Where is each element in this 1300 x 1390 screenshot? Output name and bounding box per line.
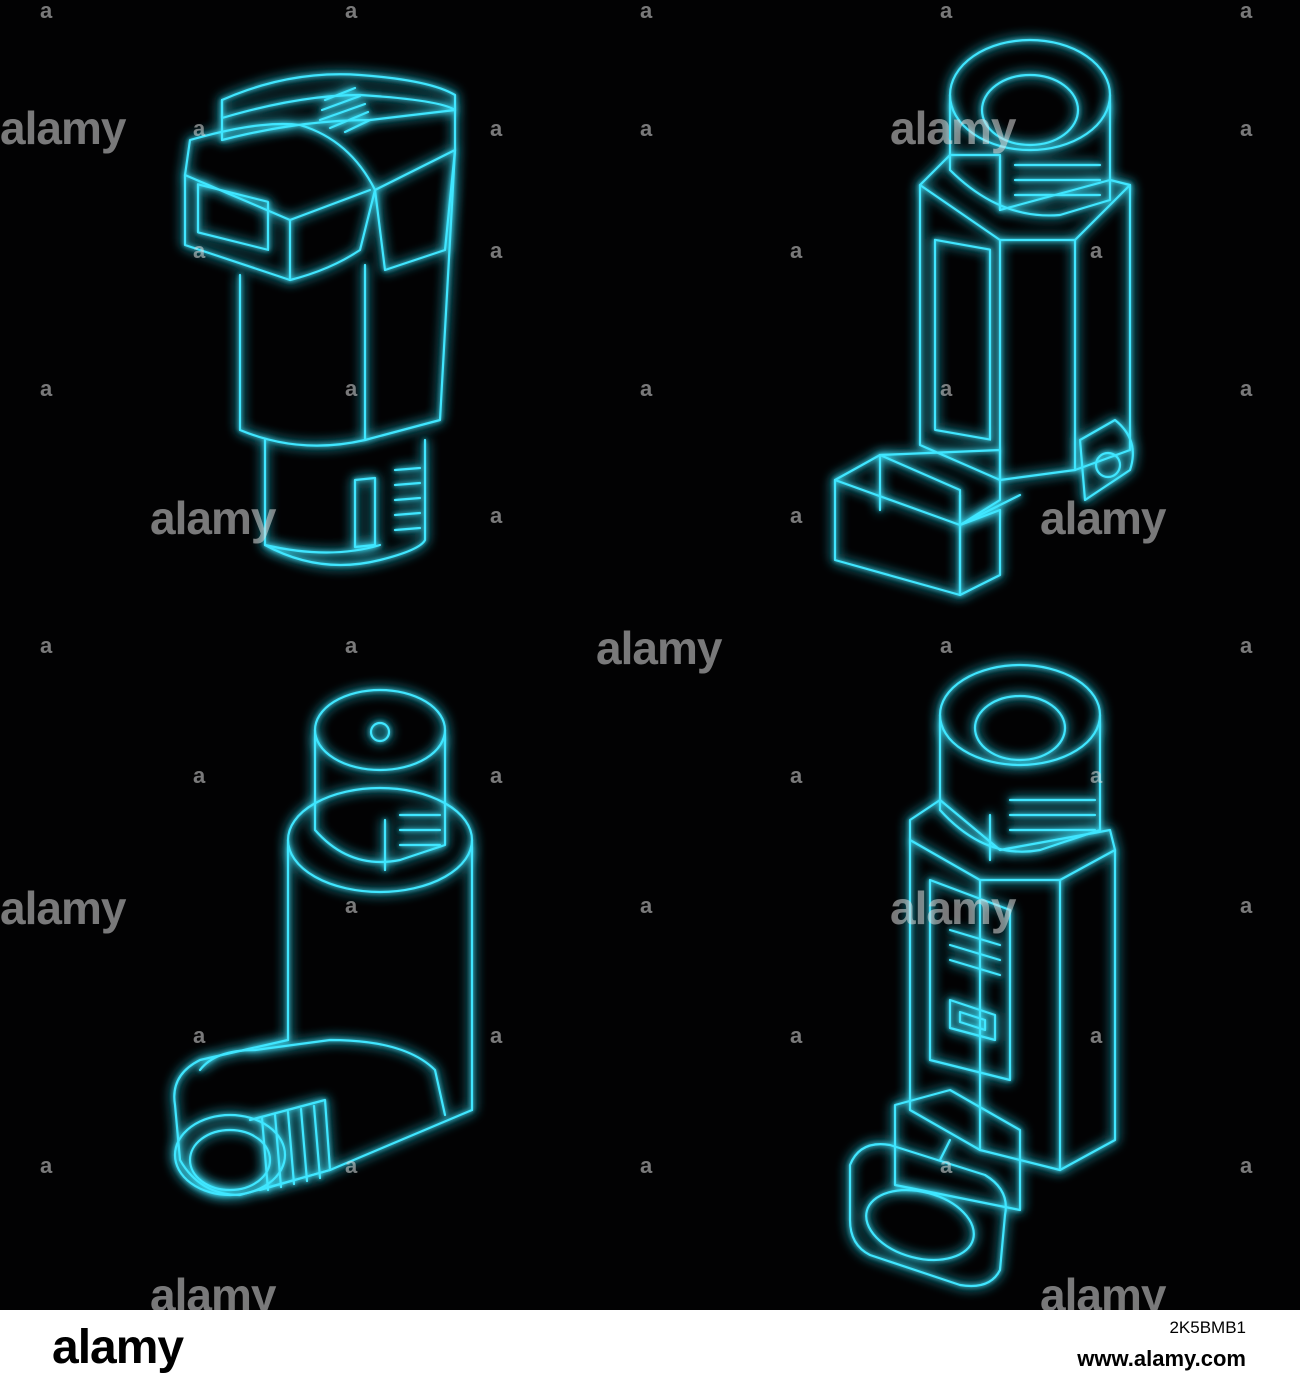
watermark-letter: a xyxy=(40,0,52,23)
watermark-letter: a xyxy=(345,893,357,918)
watermark-letter: a xyxy=(1240,1153,1252,1178)
watermark-letter: a xyxy=(345,633,357,658)
watermark-letter: a xyxy=(640,376,652,401)
watermark-letter: a xyxy=(790,503,802,528)
watermark-letter: a xyxy=(490,1023,502,1048)
watermark-text: alamy xyxy=(890,882,1016,934)
watermark-letter: a xyxy=(940,1153,952,1178)
watermark-letter: a xyxy=(193,238,205,263)
watermark-letter: a xyxy=(193,116,205,141)
watermark-letter: a xyxy=(1240,893,1252,918)
watermark-letter: a xyxy=(40,1153,52,1178)
watermark-text: alamy xyxy=(0,882,126,934)
watermark-letter: a xyxy=(940,0,952,23)
watermark-letter: a xyxy=(640,893,652,918)
watermark-letter: a xyxy=(490,503,502,528)
watermark-letter: a xyxy=(1240,116,1252,141)
watermark-letter: a xyxy=(790,238,802,263)
watermark-letter: a xyxy=(40,376,52,401)
watermark-letter: a xyxy=(490,763,502,788)
watermark-letter: a xyxy=(1240,0,1252,23)
watermark-letter: a xyxy=(193,763,205,788)
watermark-letter: a xyxy=(790,1023,802,1048)
watermark-letter: a xyxy=(345,0,357,23)
footer-bar: alamy 2K5BMB1 www.alamy.com xyxy=(0,1310,1300,1390)
alamy-logo[interactable]: alamy xyxy=(52,1321,184,1374)
inhaler-icon-1 xyxy=(183,73,457,567)
watermark-text: alamy xyxy=(890,102,1016,154)
image-id: 2K5BMB1 xyxy=(1169,1318,1246,1337)
watermark-letter: a xyxy=(940,633,952,658)
illustration: alamy alamy alamy alamy alamy alamy alam… xyxy=(0,0,1253,1318)
watermark-letter: a xyxy=(40,633,52,658)
watermark-text: alamy xyxy=(0,102,126,154)
watermark-text: alamy xyxy=(1040,492,1166,544)
watermark-letter: a xyxy=(1240,376,1252,401)
watermark-letter: a xyxy=(193,1023,205,1048)
watermark-letter: a xyxy=(1090,763,1102,788)
watermark-letter: a xyxy=(640,1153,652,1178)
watermark-letter: a xyxy=(1090,1023,1102,1048)
watermark-letter: a xyxy=(1090,238,1102,263)
inhaler-icon-4 xyxy=(848,663,1117,1288)
watermark-letter: a xyxy=(940,376,952,401)
watermark-letter: a xyxy=(1240,633,1252,658)
watermark-text: alamy xyxy=(596,622,722,674)
watermark-letter: a xyxy=(490,116,502,141)
watermark-letter: a xyxy=(345,376,357,401)
watermark-letter: a xyxy=(345,1153,357,1178)
watermark-letter: a xyxy=(640,0,652,23)
watermark-letter: a xyxy=(490,238,502,263)
inhaler-icon-2 xyxy=(833,38,1134,597)
watermark-letter: a xyxy=(790,763,802,788)
site-url[interactable]: www.alamy.com xyxy=(1077,1346,1246,1371)
watermark-letter: a xyxy=(640,116,652,141)
inhaler-icon-3 xyxy=(173,688,474,1197)
inhaler-icons-illustration xyxy=(173,38,1134,1288)
watermark-text: alamy xyxy=(150,492,276,544)
